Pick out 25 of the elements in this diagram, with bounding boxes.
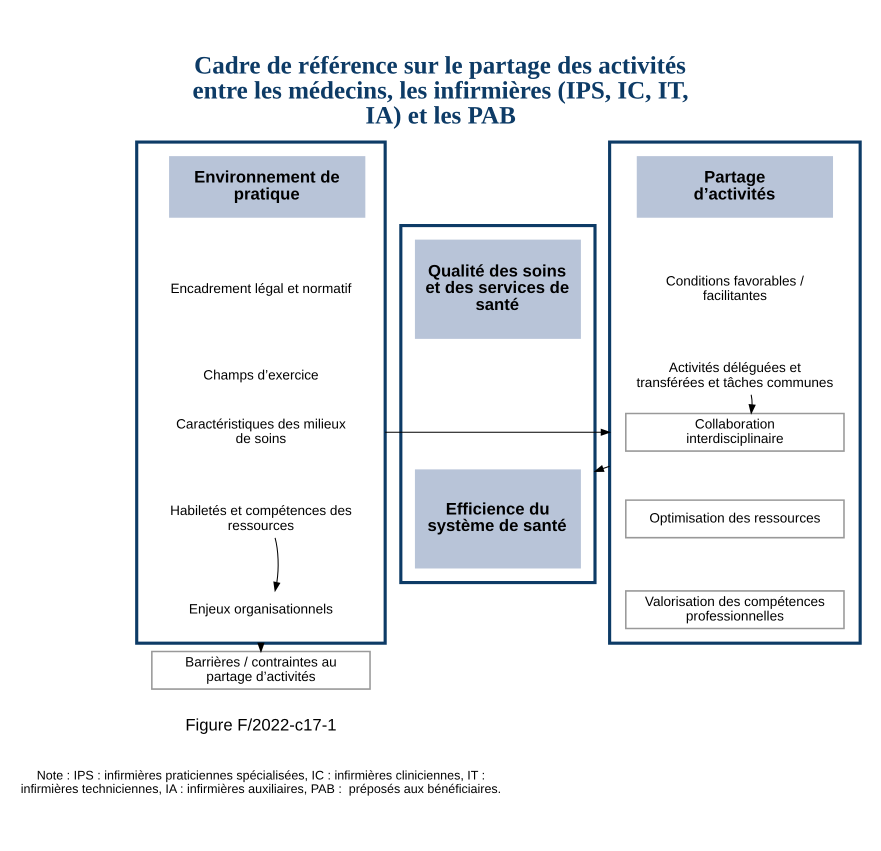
- node-box: Efficience du système de santé: [414, 468, 581, 568]
- node-box: Barrières / contraintes au partage d’activités: [151, 650, 371, 690]
- diagram-title: Cadre de référence sur le partage des activités entre les médecins, les infirmières (IPS, IC, IT, IA) et les PAB: [192, 52, 689, 129]
- cluster: [608, 140, 862, 644]
- caption: Figure F/2022-c17-1: [185, 715, 337, 734]
- node-box: Environnement de pratique: [169, 156, 366, 218]
- node-text: Champs d’exercice: [203, 366, 319, 382]
- arrow: [273, 537, 280, 592]
- node-box: Partage d’activités: [636, 156, 834, 218]
- arrow: [748, 394, 756, 414]
- arrow: [385, 428, 612, 436]
- label: Note : IPS : infirmières praticiennes spécialisées, IC : infirmières cliniciennes, IT : infirmières techniciennes, IA : infirmières auxiliaires, PAB : préposés aux bénéficiaires.: [20, 768, 502, 796]
- node-box: Optimisation des ressources: [625, 498, 845, 538]
- cluster: [399, 224, 597, 584]
- node-box: Collaboration interdisciplinaire: [625, 412, 845, 452]
- node-box: Qualité des soins et des services de santé: [414, 239, 581, 338]
- node-text: Encadrement légal et normatif: [170, 280, 352, 296]
- node-text: Caractéristiques des milieux de soins: [176, 416, 346, 446]
- node-text: Conditions favorables / facilitantes: [666, 272, 804, 303]
- arrow: [594, 464, 610, 472]
- node-text: Enjeux organisationnels: [188, 600, 333, 616]
- node-box: Valorisation des compétences professionnelles: [625, 590, 845, 629]
- node-text: Habiletés et compétences des ressources: [170, 502, 352, 532]
- node-text: Activités déléguées et transférées et tâches communes: [636, 360, 834, 390]
- cluster: [135, 140, 387, 644]
